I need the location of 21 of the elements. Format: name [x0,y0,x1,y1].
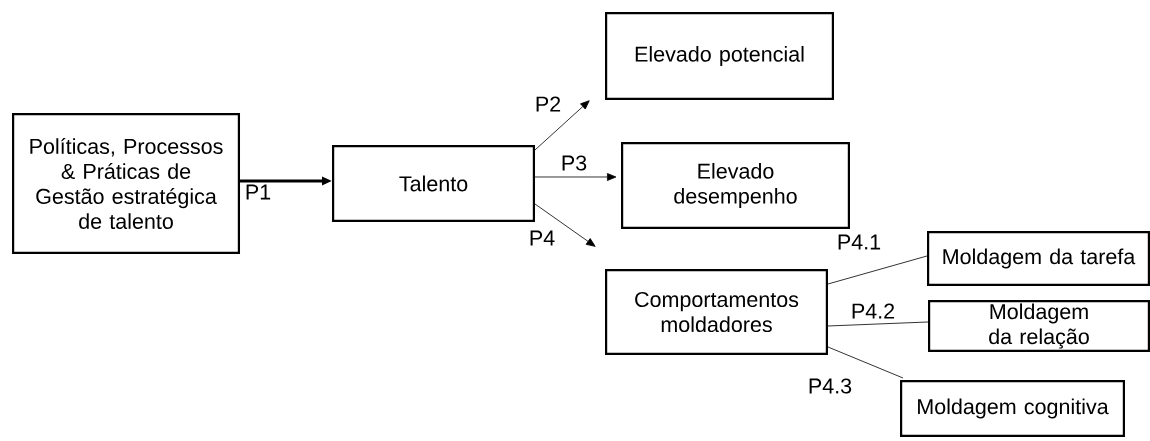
edge-label: P4.2 [852,303,895,319]
process-box: Moldagem cognitiva [900,379,1125,437]
edge-label: P3 [562,155,587,171]
edge-label: P4 [530,230,555,246]
process-box: Moldagem da relação [928,300,1150,352]
connector-line [827,346,904,379]
process-box: Elevado potencial [605,12,834,100]
edge-label: P2 [536,96,561,112]
arrow [534,100,590,151]
edge-label: P4.3 [809,378,852,394]
process-box: Elevado desempenho [621,142,850,229]
process-box: Comportamentos moldadores [605,269,828,355]
edge-label: P1 [246,184,271,200]
connector-line [827,321,929,327]
process-box: Políticas, Processos & Práticas de Gestão estratégica de talento [12,113,240,254]
connector-line [827,255,928,285]
arrow [534,173,617,181]
process-box: Talento [332,145,535,222]
arrow [534,203,596,247]
process-box: Moldagem da tarefa [927,231,1150,286]
edge-label: P4.1 [838,234,881,250]
